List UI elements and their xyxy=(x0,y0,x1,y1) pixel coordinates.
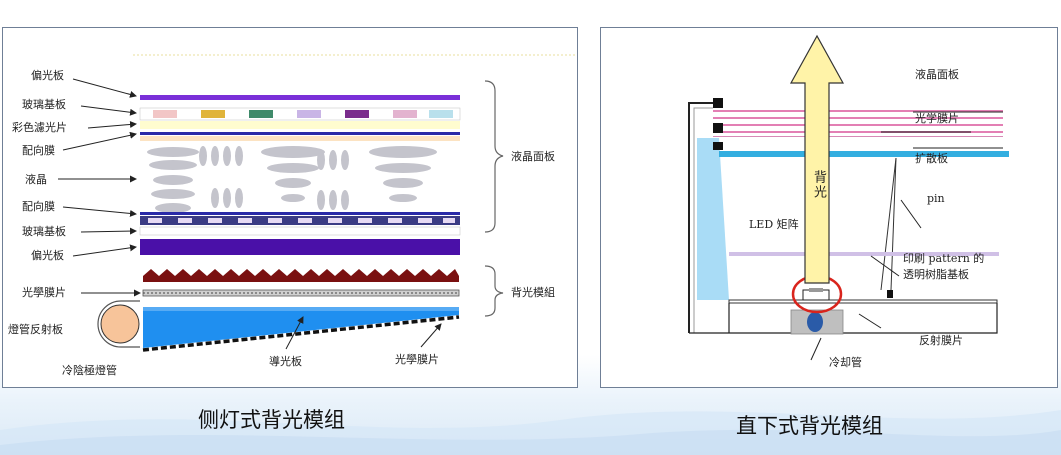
polarizer-top-layer xyxy=(140,95,460,100)
label-backlight-arrow: 背光 xyxy=(811,170,826,200)
direct-lit-diagram: 背光 液晶面板 光学膜片 扩散板 pin LED 矩阵 印刷 pattern 的… xyxy=(600,27,1058,388)
edge-lit-drawing xyxy=(58,54,575,352)
alignment-bottom-layer xyxy=(140,212,460,215)
label-lcd-panel-group: 液晶面板 xyxy=(511,150,555,163)
label-backlight-group: 背光模組 xyxy=(511,286,555,299)
diffuser-plate xyxy=(719,151,1009,157)
label-polarizer-top: 偏光板 xyxy=(31,69,64,82)
backlight-arrow xyxy=(789,34,845,284)
label-glass-top: 玻璃基板 xyxy=(22,98,66,111)
label-cooling-pipe: 冷却管 xyxy=(829,356,862,369)
prism-film-layer xyxy=(143,269,459,282)
label-lcd-panel: 液晶面板 xyxy=(915,68,959,81)
label-substrate-line1: 印刷 pattern 的 xyxy=(903,252,985,265)
label-reflector-film: 反射膜片 xyxy=(919,334,963,347)
ccfl-lamp xyxy=(100,304,140,344)
label-liquid-crystal: 液晶 xyxy=(25,173,47,186)
label-diffuser: 扩散板 xyxy=(915,152,948,165)
label-pin: pin xyxy=(927,192,945,205)
bottom-optical-film xyxy=(142,315,460,352)
reflector-base xyxy=(728,299,998,304)
label-ccfl: 冷陰極燈管 xyxy=(62,364,117,377)
label-lamp-reflector: 燈管反射板 xyxy=(8,323,63,336)
optical-film-lines xyxy=(713,110,1003,133)
housing-frame xyxy=(688,102,713,333)
label-optical-film-bottom: 光學膜片 xyxy=(395,353,439,366)
backlight-brace xyxy=(484,265,504,317)
substrate-plate xyxy=(729,252,999,256)
background-wave xyxy=(0,410,1061,455)
glass-bottom-layer xyxy=(139,226,461,236)
liquid-crystal-molecules xyxy=(147,146,437,213)
label-light-guide: 導光板 xyxy=(269,355,302,368)
label-alignment-bottom: 配向膜 xyxy=(22,200,55,213)
cooling-pipe xyxy=(807,312,823,332)
lamp-reflector-shape xyxy=(97,300,140,348)
pin-block xyxy=(887,290,893,298)
direct-lit-drawing xyxy=(688,34,1009,361)
label-alignment-top: 配向膜 xyxy=(22,144,55,157)
label-optical-film: 光学膜片 xyxy=(915,112,959,125)
label-substrate-line2: 透明树脂基板 xyxy=(903,268,969,281)
label-glass-bottom: 玻璃基板 xyxy=(22,225,66,238)
lcd-panel-brace xyxy=(484,80,504,233)
caption-direct-lit: 直下式背光模组 xyxy=(736,414,883,438)
light-guide-plate xyxy=(143,307,459,348)
alignment-top-layer xyxy=(140,132,460,135)
side-light-wedge xyxy=(697,138,729,300)
label-optical-film: 光學膜片 xyxy=(22,286,66,299)
color-filter-layer xyxy=(140,121,460,129)
caption-edge-lit: 侧灯式背光模组 xyxy=(198,408,345,432)
label-polarizer-bottom: 偏光板 xyxy=(31,249,64,262)
label-led-array: LED 矩阵 xyxy=(749,218,799,231)
label-color-filter: 彩色濾光片 xyxy=(12,121,67,134)
polarizer-bottom-layer xyxy=(140,239,460,255)
edge-lit-diagram: 偏光板 玻璃基板 彩色濾光片 配向膜 液晶 配向膜 玻璃基板 偏光板 光學膜片 … xyxy=(2,27,578,388)
